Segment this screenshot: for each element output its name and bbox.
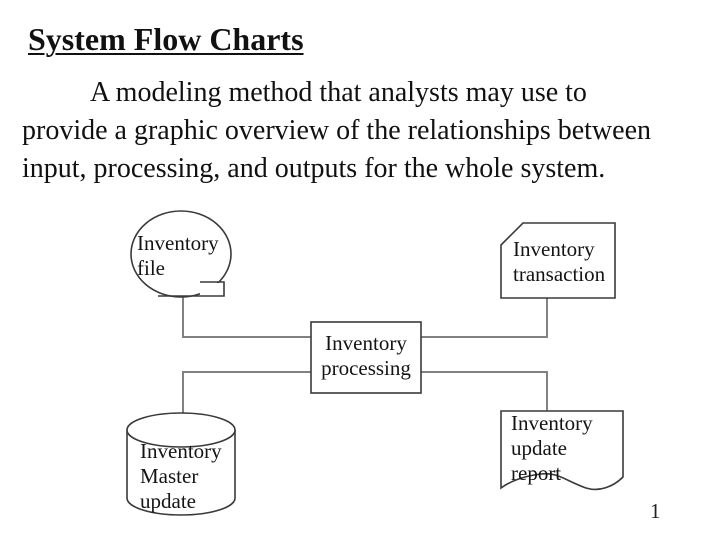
connector-file-to-processing xyxy=(182,297,311,338)
inventory-file-label: Inventory file xyxy=(137,231,219,281)
connector-processing-to-update-report xyxy=(421,371,548,411)
connector-processing-to-master-update xyxy=(182,371,311,413)
inventory-update-report-label: Inventory update report xyxy=(511,411,593,486)
inventory-master-update-label: Inventory Master update xyxy=(140,439,222,514)
label-line: file xyxy=(137,256,165,280)
label-line: processing xyxy=(321,356,411,380)
label-line: Inventory xyxy=(140,439,222,463)
label-line: Inventory xyxy=(513,237,595,261)
label-line: update xyxy=(140,489,196,513)
inventory-update-report-shape xyxy=(500,410,624,491)
inventory-master-update-shape xyxy=(126,412,236,516)
label-line: update xyxy=(511,436,567,460)
label-line: Inventory xyxy=(325,331,407,355)
body-line: A modeling method that analysts may use … xyxy=(90,77,587,108)
label-line: transaction xyxy=(513,262,606,286)
page-number: 1 xyxy=(650,499,661,523)
label-line: Inventory xyxy=(137,231,219,255)
slide-title: System Flow Charts xyxy=(28,21,304,57)
inventory-file-shape xyxy=(130,210,232,298)
label-line: Master xyxy=(140,464,199,488)
body-line: input, processing, and outputs for the w… xyxy=(22,153,606,184)
connector-transaction-to-processing xyxy=(421,298,548,338)
body-line: provide a graphic overview of the relati… xyxy=(22,115,652,146)
inventory-processing-shape xyxy=(310,321,422,394)
inventory-transaction-shape xyxy=(500,222,616,299)
slide-body-paragraph: A modeling method that analysts may use … xyxy=(22,74,712,188)
label-line: Inventory xyxy=(511,411,593,435)
label-line: report xyxy=(511,461,562,485)
inventory-transaction-label: Inventory transaction xyxy=(513,237,605,287)
inventory-processing-label: Inventory processing xyxy=(311,331,421,381)
flowchart-connectors xyxy=(182,297,548,413)
